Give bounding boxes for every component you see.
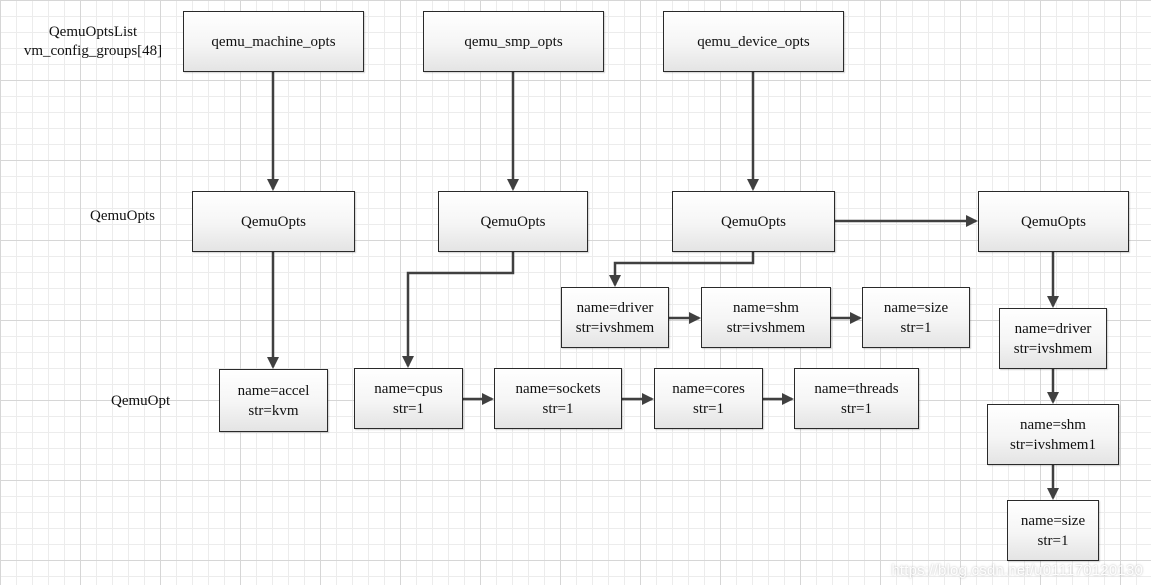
opt-sockets-str: str=1 (542, 400, 574, 417)
qemuopts-device2-box: QemuOpts (978, 191, 1129, 252)
qemuopts-device1-box: QemuOpts (672, 191, 835, 252)
opt-driver2-name: name=driver (1014, 320, 1092, 337)
qemu-machine-opts-label: qemu_machine_opts (211, 33, 336, 50)
opt-accel-str: str=kvm (248, 402, 299, 419)
opt-accel-box: name=accel str=kvm (219, 369, 328, 432)
opt-size1-name: name=size (883, 299, 949, 316)
opt-sockets-name: name=sockets (515, 380, 601, 397)
csdn-watermark: https://blog.csdn.net/u011170120130 (891, 562, 1143, 579)
qemu-device-opts-label: qemu_device_opts (697, 33, 810, 50)
opt-shm2-str: str=ivshmem1 (1010, 436, 1096, 453)
qemu-machine-opts-box: qemu_machine_opts (183, 11, 364, 72)
opt-cores-box: name=cores str=1 (654, 368, 763, 429)
qemuopts-machine-box: QemuOpts (192, 191, 355, 252)
vm-config-groups-label: vm_config_groups[48] (23, 43, 163, 59)
opt-cores-name: name=cores (672, 380, 745, 397)
opt-shm1-box: name=shm str=ivshmem (701, 287, 831, 348)
opt-cpus-box: name=cpus str=1 (354, 368, 463, 429)
opt-cores-str: str=1 (693, 400, 724, 417)
opt-threads-box: name=threads str=1 (794, 368, 919, 429)
qemuopts-device2-label: QemuOpts (1021, 213, 1086, 230)
opt-cpus-name: name=cpus (374, 380, 443, 397)
opt-driver1-box: name=driver str=ivshmem (561, 287, 669, 348)
qemuopt-row-label: QemuOpt (111, 393, 171, 409)
opt-cpus-str: str=1 (393, 400, 424, 417)
opt-size2-box: name=size str=1 (1007, 500, 1099, 561)
opt-size2-name: name=size (1020, 512, 1086, 529)
opt-driver1-name: name=driver (576, 299, 654, 316)
opt-shm2-box: name=shm str=ivshmem1 (987, 404, 1119, 465)
qemuoptslist-title: QemuOptsList (48, 24, 138, 40)
qemuopts-row-label: QemuOpts (90, 208, 155, 224)
opt-size1-str: str=1 (900, 319, 932, 336)
opt-size1-box: name=size str=1 (862, 287, 970, 348)
opt-shm1-str: str=ivshmem (726, 319, 806, 336)
arrow-smp-opts-to-cpus (402, 252, 515, 368)
opt-sockets-box: name=sockets str=1 (494, 368, 622, 429)
opt-driver2-box: name=driver str=ivshmem (999, 308, 1107, 369)
qemuopts-smp-label: QemuOpts (480, 213, 546, 230)
qemuopts-smp-box: QemuOpts (438, 191, 588, 252)
opt-driver1-str: str=ivshmem (575, 319, 655, 336)
opt-threads-str: str=1 (841, 400, 872, 417)
opt-driver2-str: str=ivshmem (1013, 340, 1093, 357)
opt-shm2-name: name=shm (1020, 416, 1086, 433)
opt-size2-str: str=1 (1037, 532, 1069, 549)
qemuopts-machine-label: QemuOpts (241, 213, 306, 230)
opt-threads-name: name=threads (814, 380, 899, 397)
qemu-smp-opts-box: qemu_smp_opts (423, 11, 604, 72)
arrow-device1-opts-to-driver (609, 252, 755, 287)
opt-accel-name: name=accel (237, 382, 310, 399)
qemu-smp-opts-label: qemu_smp_opts (464, 33, 563, 50)
qemuoptslist-label: QemuOptsList vm_config_groups[48] (14, 23, 172, 61)
opt-shm1-name: name=shm (733, 299, 799, 316)
qemu-device-opts-box: qemu_device_opts (663, 11, 844, 72)
qemuopts-device1-label: QemuOpts (721, 213, 786, 230)
